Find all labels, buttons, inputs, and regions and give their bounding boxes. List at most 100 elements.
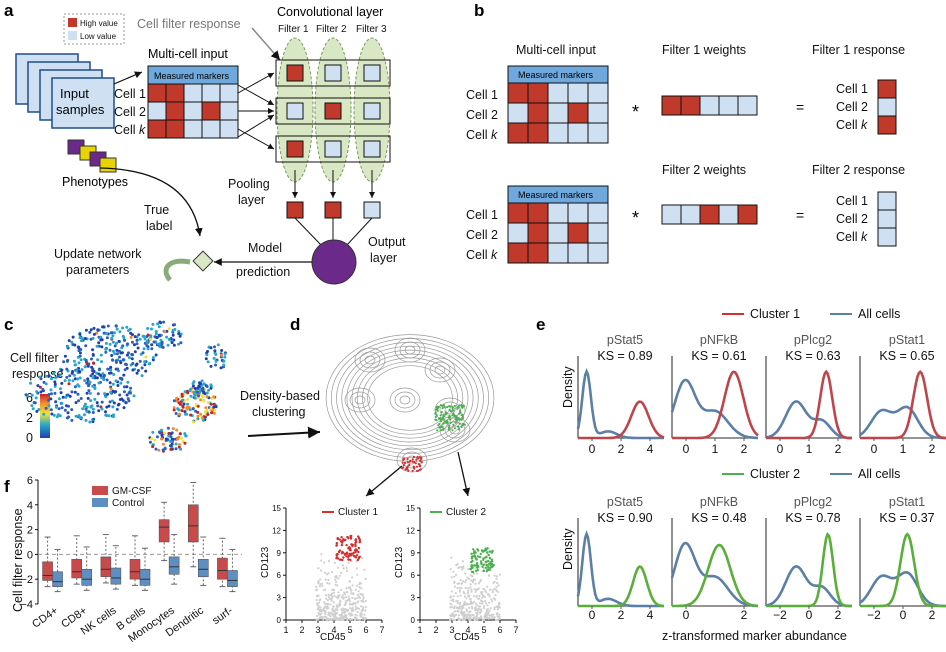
tsne-point <box>67 404 70 408</box>
cluster1-point <box>417 463 420 466</box>
tsne-point <box>110 354 114 357</box>
tsne-point <box>161 442 165 446</box>
background-point <box>463 613 466 616</box>
background-point <box>344 596 347 599</box>
tsne-point <box>125 385 129 389</box>
background-point <box>483 616 486 619</box>
background-point <box>355 567 358 570</box>
panel-c-letter: c <box>4 315 13 334</box>
background-point <box>449 568 452 571</box>
tsne-point <box>63 354 67 358</box>
tsne-point <box>118 355 121 359</box>
tsne-point <box>111 340 115 344</box>
tsne-point <box>199 412 203 416</box>
background-point <box>344 593 347 596</box>
tsne-point <box>214 359 218 363</box>
tsne-point <box>180 392 184 396</box>
tsne-point <box>170 437 174 441</box>
tsne-point <box>86 364 90 368</box>
tsne-point <box>83 413 86 417</box>
tsne-point <box>65 359 69 363</box>
background-point <box>485 612 488 615</box>
cluster2-point <box>441 425 444 428</box>
tsne-point <box>189 394 193 398</box>
phenotype-arrow <box>99 167 203 237</box>
background-point <box>475 609 478 612</box>
tsne-point <box>68 394 72 398</box>
d-method-2: clustering <box>252 405 306 419</box>
b1-equals: = <box>796 99 804 115</box>
background-point <box>349 607 352 610</box>
background-point <box>469 601 473 604</box>
tsne-point <box>143 360 147 364</box>
tsne-point <box>106 392 109 396</box>
background-point <box>347 608 350 611</box>
cluster-point <box>355 554 359 557</box>
tsne-point <box>170 341 174 345</box>
background-point <box>450 576 453 579</box>
model-label-2: prediction <box>236 265 290 279</box>
background-point <box>494 618 498 622</box>
tsne-point <box>47 374 51 378</box>
tsne-point <box>73 390 77 394</box>
x-tick-label: 2 <box>433 625 438 635</box>
tsne-point <box>160 437 163 441</box>
background-point <box>327 579 330 582</box>
cluster2-point <box>446 405 449 409</box>
background-point <box>474 582 477 585</box>
panel-a-letter: a <box>4 1 14 20</box>
cluster2-point <box>458 418 461 421</box>
tsne-point <box>95 376 99 380</box>
background-point <box>480 610 483 613</box>
tsne-point <box>70 340 74 344</box>
tsne-point <box>176 437 179 441</box>
background-point <box>459 611 462 615</box>
background-point <box>364 609 367 612</box>
tsne-point <box>80 368 84 372</box>
cluster2-point <box>436 409 439 412</box>
measured-markers-label: Measured markers <box>154 71 230 81</box>
cluster2-point <box>440 411 443 414</box>
tsne-point <box>135 338 139 342</box>
tsne-point <box>86 396 90 400</box>
tsne-point <box>181 405 185 409</box>
tsne-point <box>89 374 93 378</box>
tsne-point <box>196 404 200 408</box>
conv-cell <box>324 102 342 120</box>
background-point <box>351 596 354 599</box>
background-point <box>363 568 366 571</box>
background-point <box>464 581 467 584</box>
b-header-1-label: Measured markers <box>518 70 594 80</box>
contour-line <box>325 334 495 462</box>
panel-e: e Cluster 1 All cells Cluster 2 All cell… <box>536 307 946 643</box>
cluster-point <box>340 536 343 539</box>
tsne-point <box>179 341 183 345</box>
cluster2-point <box>461 415 465 419</box>
tsne-point <box>47 398 50 402</box>
density-tick-label: 2 <box>618 442 625 456</box>
background-point <box>315 594 319 598</box>
cluster1-point <box>411 469 414 472</box>
cluster2-point <box>449 421 452 424</box>
cluster2-point <box>451 429 454 432</box>
tsne-point <box>186 391 190 395</box>
conv-cell <box>363 64 381 82</box>
cluster2-point <box>435 406 438 409</box>
tsne-point <box>213 349 217 353</box>
background-point <box>353 616 357 619</box>
cluster1-point <box>413 460 416 464</box>
tsne-point <box>93 397 97 401</box>
background-point <box>351 613 354 617</box>
tsne-point <box>74 363 77 367</box>
background-point <box>330 597 333 601</box>
tsne-point <box>212 411 216 415</box>
contour-line <box>396 447 428 473</box>
tsne-point <box>114 324 118 328</box>
background-point <box>477 582 480 585</box>
background-point <box>489 607 492 610</box>
background-point <box>322 609 325 612</box>
tsne-point <box>84 344 88 348</box>
cluster2-point <box>443 405 446 408</box>
tsne-point <box>78 351 82 355</box>
